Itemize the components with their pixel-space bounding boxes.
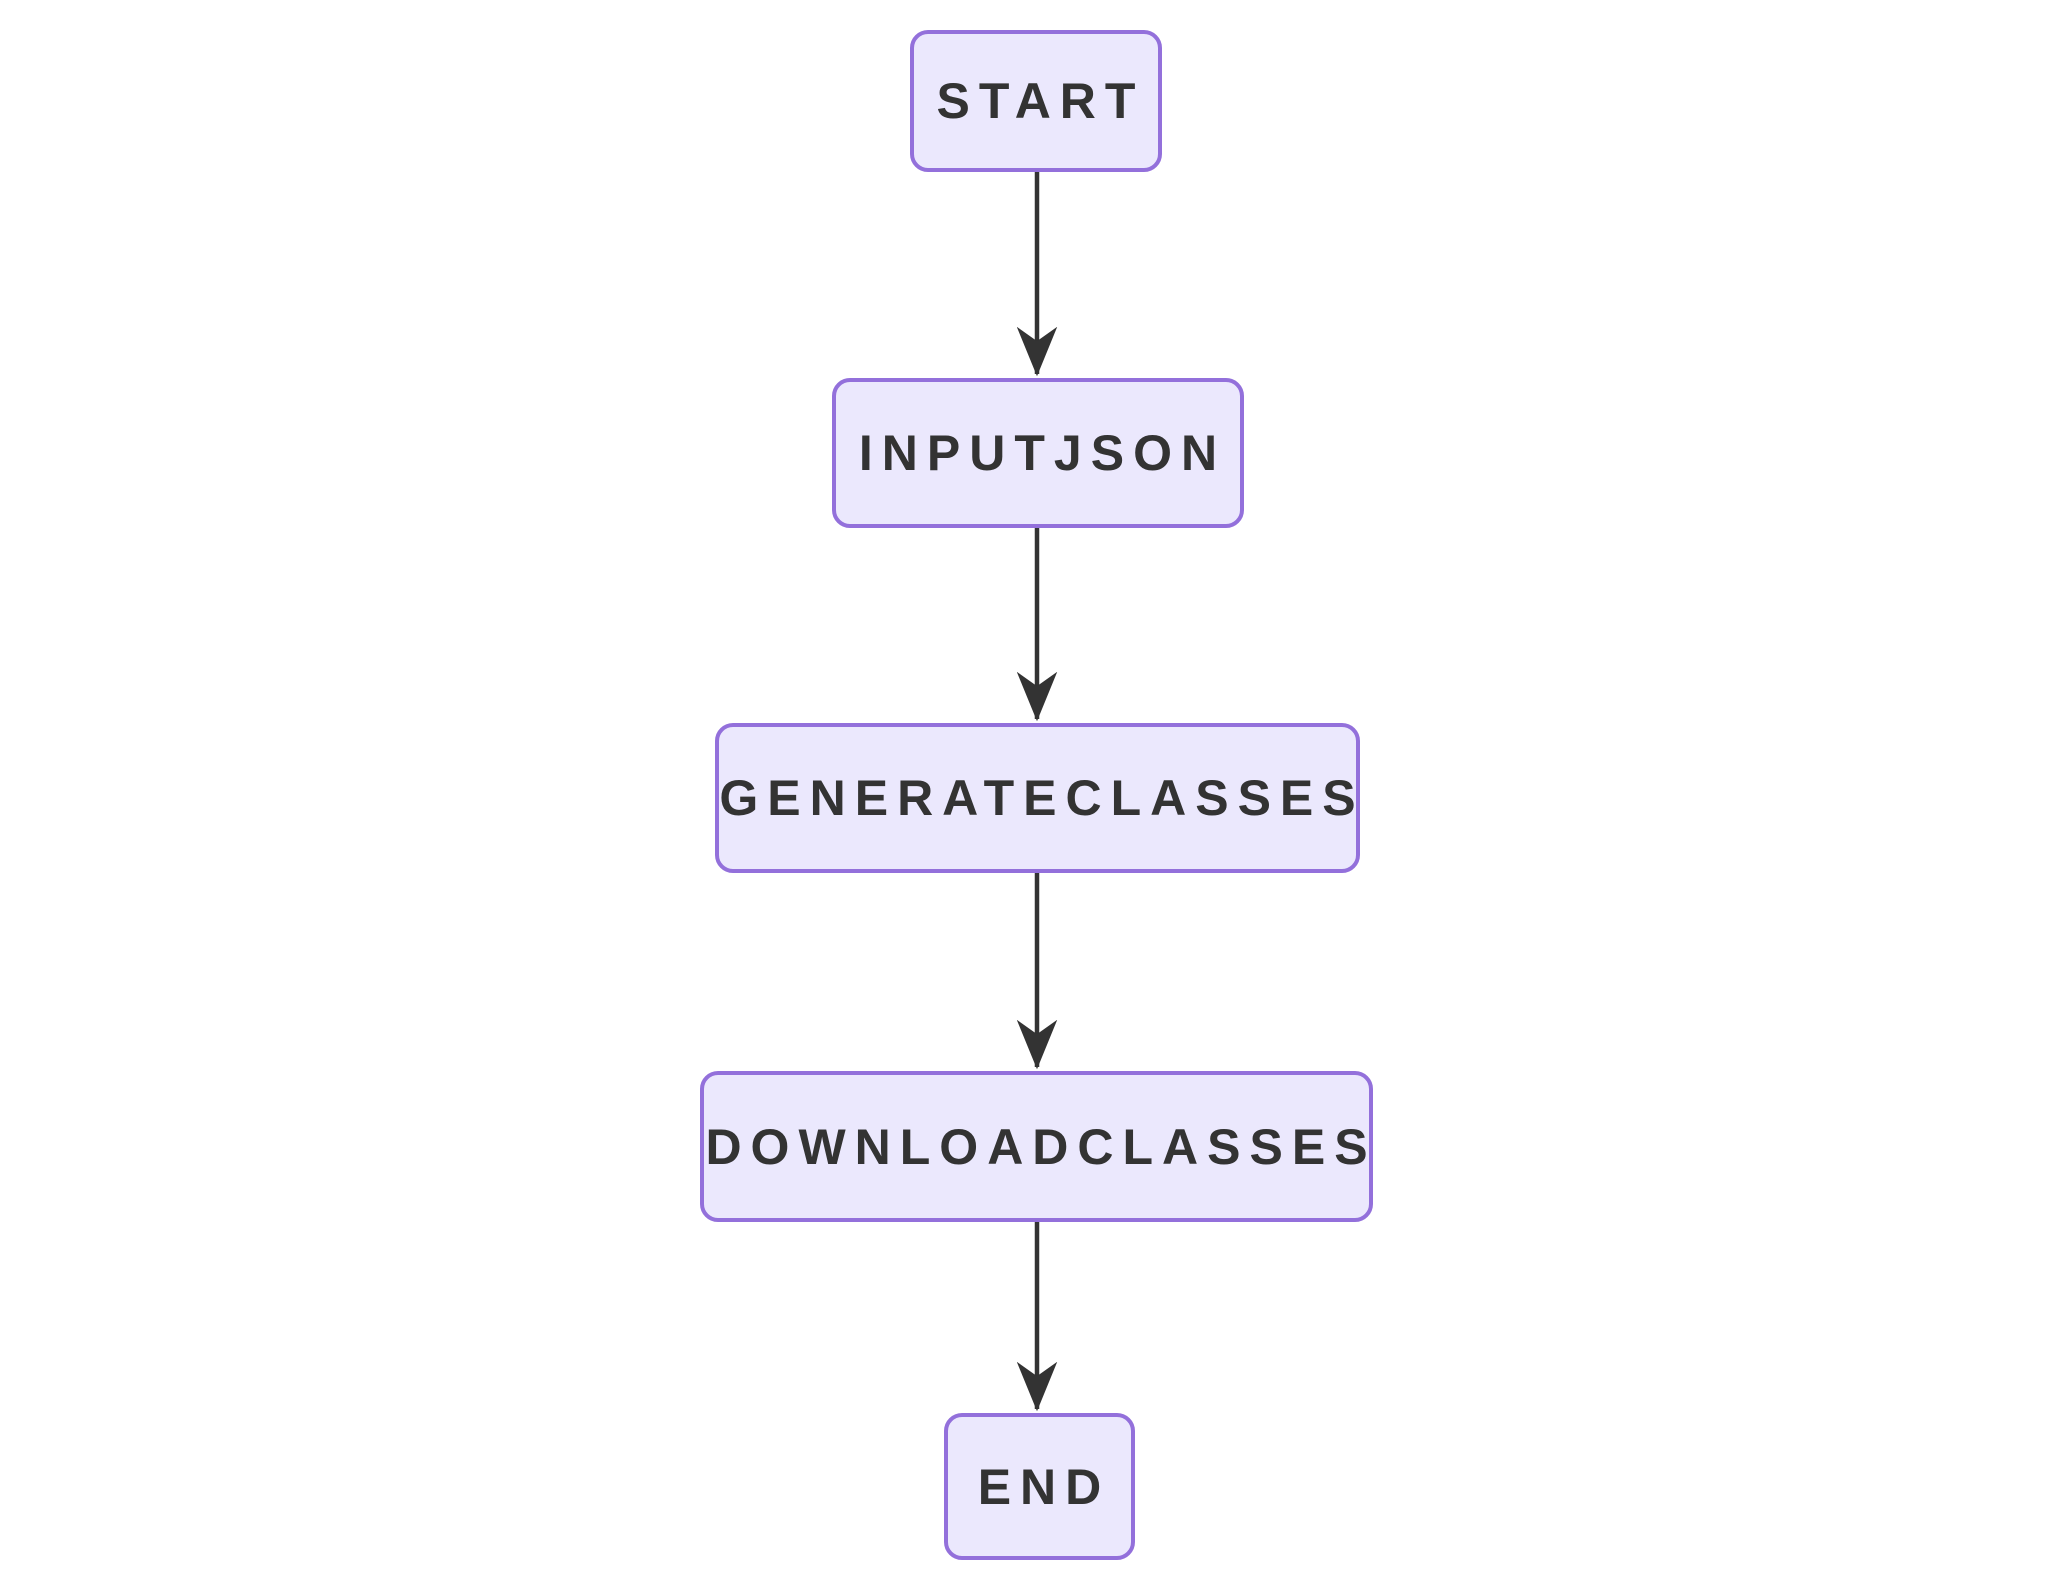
flowchart-node-end[interactable]: END (944, 1413, 1135, 1560)
flowchart-node-inputjson[interactable]: INPUTJSON (832, 378, 1244, 528)
flowchart-node-start[interactable]: START (910, 30, 1162, 172)
flowchart-node-downloadclasses[interactable]: DOWNLOADCLASSES (700, 1071, 1373, 1222)
node-label-downloadclasses: DOWNLOADCLASSES (705, 1118, 1377, 1175)
flowchart-node-generateclasses[interactable]: GENERATECLASSES (715, 723, 1360, 873)
node-label-generateclasses: GENERATECLASSES (719, 770, 1365, 826)
node-label-inputjson: INPUTJSON (858, 425, 1227, 481)
node-label-start: START (936, 73, 1145, 129)
node-label-end: END (977, 1458, 1111, 1515)
